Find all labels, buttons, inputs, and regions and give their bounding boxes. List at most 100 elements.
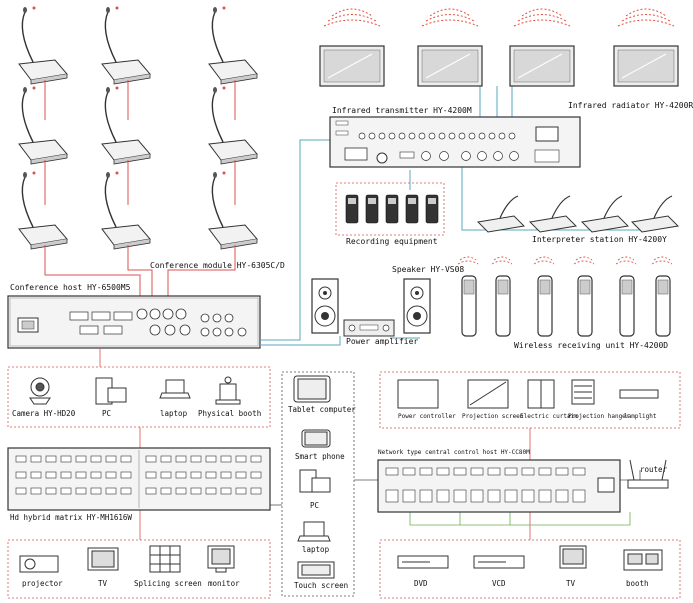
interpreter-station xyxy=(528,195,578,233)
transmitter-port xyxy=(508,132,516,140)
transmitter-port xyxy=(468,132,476,140)
conference-microphone xyxy=(18,86,68,165)
tv2-label: TV xyxy=(566,579,576,588)
conference-microphone xyxy=(18,171,68,250)
transmitter-port xyxy=(398,132,406,140)
conference-module-label: Conference module HY-6305C/D xyxy=(150,261,285,270)
infrared-transmitter-device xyxy=(329,116,581,168)
control-port xyxy=(470,467,484,476)
matrix-port xyxy=(30,471,42,479)
conference-microphone xyxy=(101,6,151,85)
transmitter-port xyxy=(358,132,366,140)
power-controller-label: Power controller xyxy=(398,413,456,420)
wireless-receiver xyxy=(573,256,595,337)
matrix-port xyxy=(220,471,232,479)
wireless-receiver xyxy=(651,256,673,337)
router-label: router xyxy=(640,465,668,474)
matrix-port xyxy=(145,487,157,495)
matrix-port xyxy=(145,455,157,463)
transmitter-port xyxy=(408,132,416,140)
vcd-label: VCD xyxy=(492,579,506,588)
matrix-port xyxy=(90,471,102,479)
matrix-port xyxy=(90,487,102,495)
transmitter-output xyxy=(493,151,503,161)
tv-label: TV xyxy=(98,579,108,588)
matrix-port xyxy=(250,487,262,495)
wireless-receiver xyxy=(491,256,513,337)
router-device xyxy=(627,459,669,489)
matrix-port xyxy=(15,487,27,495)
matrix-port xyxy=(235,455,247,463)
tablet-label: Tablet computer xyxy=(288,405,356,414)
control-terminal-icons xyxy=(293,375,335,579)
matrix-port xyxy=(120,487,132,495)
transmitter-output xyxy=(509,151,519,161)
infrared-radiator xyxy=(319,8,385,87)
matrix-port xyxy=(105,455,117,463)
matrix-port xyxy=(250,471,262,479)
transmitter-output xyxy=(461,151,471,161)
transmitter-port xyxy=(378,132,386,140)
wireless-receiver xyxy=(457,256,479,337)
matrix-port xyxy=(75,455,87,463)
matrix-port xyxy=(220,455,232,463)
matrix-port xyxy=(45,455,57,463)
mic-wires xyxy=(44,80,236,308)
control-port xyxy=(436,467,450,476)
control-port xyxy=(419,467,433,476)
hd-matrix-device xyxy=(7,447,271,511)
transmitter-port xyxy=(488,132,496,140)
wireless-receiving-unit-label: Wireless receiving unit HY-4200D xyxy=(514,341,669,350)
matrix-port xyxy=(30,487,42,495)
splicing-screen-label: Splicing screen xyxy=(134,579,202,588)
infrared-radiator-label: Infrared radiator HY-4200R xyxy=(568,101,693,110)
recorder xyxy=(345,194,359,224)
matrix-port xyxy=(190,455,202,463)
control-terminal xyxy=(385,489,399,503)
infrared-transmitter-label: Infrared transmitter HY-4200M xyxy=(332,106,472,115)
control-port xyxy=(402,467,416,476)
input-source-icons xyxy=(29,376,241,405)
control-terminal xyxy=(470,489,484,503)
infrared-radiator xyxy=(509,8,575,87)
interpreter-station-label: Interpreter station HY-4200Y xyxy=(532,235,667,244)
controlled-device-icons xyxy=(397,379,659,409)
transmitter-port xyxy=(448,132,456,140)
control-terminal xyxy=(538,489,552,503)
physical-booth-label: Physical booth xyxy=(198,409,262,418)
matrix-port xyxy=(75,487,87,495)
matrix-port xyxy=(45,471,57,479)
smart-phone-label: Smart phone xyxy=(295,452,345,461)
central-control-host-device xyxy=(377,459,621,513)
conference-host-device xyxy=(7,295,261,349)
input-sources-box xyxy=(7,366,271,428)
matrix-port xyxy=(250,455,262,463)
speaker-label: Speaker HY-VS08 xyxy=(392,265,465,274)
transmitter-output xyxy=(477,151,487,161)
transmitter-port xyxy=(498,132,506,140)
transmitter-port xyxy=(438,132,446,140)
recording-box xyxy=(335,182,445,236)
pc2-label: PC xyxy=(310,501,320,510)
recorder xyxy=(425,194,439,224)
transmitter-port xyxy=(368,132,376,140)
control-port xyxy=(555,467,569,476)
matrix-port xyxy=(15,471,27,479)
matrix-port xyxy=(75,471,87,479)
hd-matrix-label: Hd hybrid matrix HY-MH1616W xyxy=(10,513,132,522)
matrix-port xyxy=(105,487,117,495)
matrix-port xyxy=(175,455,187,463)
touch-screen-label: Touch screen xyxy=(294,581,349,590)
conference-microphone xyxy=(208,6,258,85)
matrix-port xyxy=(160,455,172,463)
conference-host-label: Conference host HY-6500M5 xyxy=(10,283,131,292)
transmitter-port xyxy=(458,132,466,140)
control-port xyxy=(504,467,518,476)
transmitter-port xyxy=(428,132,436,140)
control-port xyxy=(572,467,586,476)
control-port xyxy=(538,467,552,476)
interpreter-station xyxy=(476,195,526,233)
conference-microphone xyxy=(208,171,258,250)
control-terminal xyxy=(487,489,501,503)
transmitter-port xyxy=(388,132,396,140)
